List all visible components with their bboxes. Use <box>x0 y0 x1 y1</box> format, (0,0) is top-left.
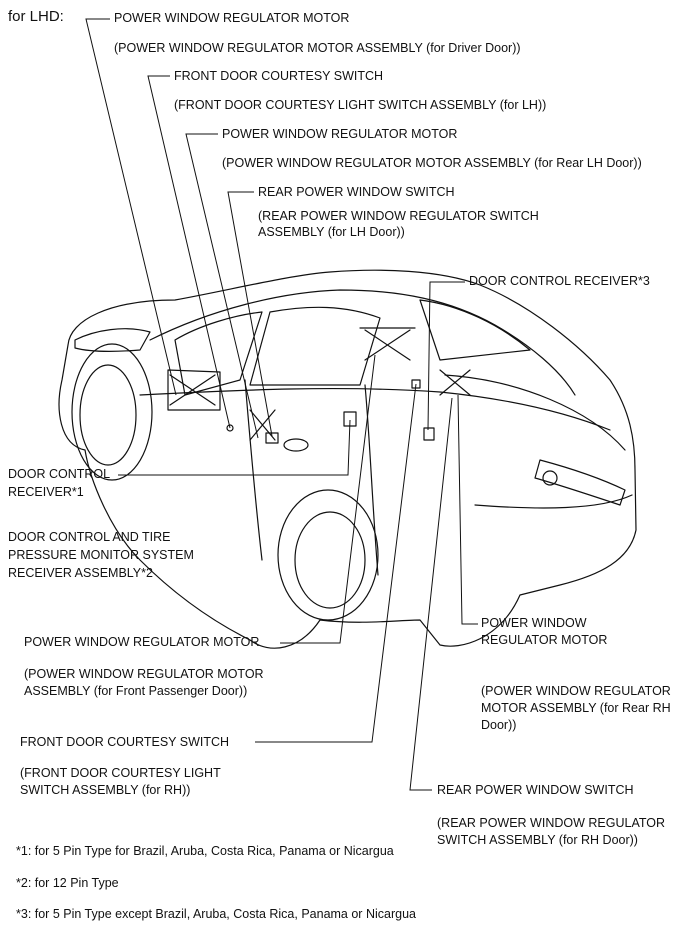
label-pwr-motor-driver-sub: (POWER WINDOW REGULATOR MOTOR ASSEMBLY (… <box>114 41 521 55</box>
regulator-driver <box>167 369 221 411</box>
label-rear-switch-rh-sub2: SWITCH ASSEMBLY (for RH Door)) <box>437 833 638 847</box>
front-window-outline <box>174 311 263 396</box>
leader-rear-switch-rh <box>409 397 453 791</box>
receiver3-component <box>423 427 435 441</box>
label-pwr-motor-rear-lh: POWER WINDOW REGULATOR MOTOR <box>222 127 458 141</box>
label-pwr-motor-rear-rh-l1: POWER WINDOW <box>481 616 587 630</box>
tail-light <box>534 459 626 506</box>
switch-lh-component <box>265 432 279 444</box>
rear-wheel-arch <box>277 489 379 621</box>
footnote-3: *3: for 5 Pin Type except Brazil, Aruba,… <box>16 907 416 921</box>
label-tpms-l1: DOOR CONTROL AND TIRE <box>8 530 171 544</box>
label-tpms-l2: PRESSURE MONITOR SYSTEM <box>8 548 194 562</box>
rear-glass-outline <box>419 299 531 361</box>
footnote-1: *1: for 5 Pin Type for Brazil, Aruba, Co… <box>16 844 394 858</box>
page-title: for LHD: <box>8 8 64 25</box>
rear-window-outline <box>249 306 381 386</box>
trunk-lid <box>444 374 626 451</box>
leader-front-courtesy-rh <box>255 383 417 743</box>
label-door-ctrl-receiver3: DOOR CONTROL RECEIVER*3 <box>469 274 650 288</box>
label-pwr-motor-rear-rh-sub1: (POWER WINDOW REGULATOR <box>481 684 671 698</box>
label-rear-switch-rh: REAR POWER WINDOW SWITCH <box>437 783 634 797</box>
door-seam-rear <box>364 384 379 576</box>
label-pwr-motor-front-pass-sub2: ASSEMBLY (for Front Passenger Door)) <box>24 684 248 698</box>
label-front-courtesy-rh-sub2: SWITCH ASSEMBLY (for RH)) <box>20 783 191 797</box>
label-pwr-motor-rear-lh-sub: (POWER WINDOW REGULATOR MOTOR ASSEMBLY (… <box>222 156 642 170</box>
regulator-front-pass <box>359 327 416 361</box>
label-door-ctrl-receiver1-l2: RECEIVER*1 <box>8 485 84 499</box>
footnote-2: *2: for 12 Pin Type <box>16 876 119 890</box>
label-front-courtesy-lh-sub: (FRONT DOOR COURTESY LIGHT SWITCH ASSEMB… <box>174 98 547 112</box>
leader-door-ctrl-receiver1 <box>118 419 351 476</box>
car-roof-line <box>149 289 576 396</box>
leader-front-courtesy-lh <box>147 75 231 429</box>
label-front-courtesy-lh: FRONT DOOR COURTESY SWITCH <box>174 69 384 83</box>
label-pwr-motor-driver: POWER WINDOW REGULATOR MOTOR <box>114 11 350 25</box>
leader-rear-switch-lh <box>227 191 273 437</box>
regulator-rear-lh <box>249 409 276 441</box>
leader-pwr-motor-rear-lh <box>185 133 259 439</box>
regulator-rear-rh <box>439 369 471 396</box>
rear-wheel <box>294 511 366 609</box>
label-pwr-motor-rear-rh-sub3: Door)) <box>481 718 517 732</box>
label-door-ctrl-receiver1-l1: DOOR CONTROL <box>8 467 111 481</box>
label-pwr-motor-rear-rh-l2: REGULATOR MOTOR <box>481 633 608 647</box>
label-rear-switch-rh-sub1: (REAR POWER WINDOW REGULATOR <box>437 816 666 830</box>
label-front-courtesy-rh: FRONT DOOR COURTESY SWITCH <box>20 735 230 749</box>
car-body-outline <box>58 269 637 649</box>
door-seam-front <box>244 379 263 561</box>
label-pwr-motor-rear-rh-sub2: MOTOR ASSEMBLY (for Rear RH <box>481 701 671 715</box>
label-rear-switch-lh-sub1: (REAR POWER WINDOW REGULATOR SWITCH <box>258 209 539 223</box>
label-pwr-motor-front-pass-sub1: (POWER WINDOW REGULATOR MOTOR <box>24 667 264 681</box>
headlight <box>74 328 151 352</box>
label-pwr-motor-front-pass: POWER WINDOW REGULATOR MOTOR <box>24 635 260 649</box>
label-rear-switch-lh-sub2: ASSEMBLY (for LH Door)) <box>258 225 405 239</box>
front-wheel-arch <box>71 343 153 481</box>
belt-line <box>139 387 611 431</box>
courtesy-switch-lh <box>226 424 234 432</box>
label-front-courtesy-rh-sub1: (FRONT DOOR COURTESY LIGHT <box>20 766 221 780</box>
trunk-emblem <box>542 470 558 486</box>
label-tpms-l3: RECEIVER ASSEMBLY*2 <box>8 566 153 580</box>
label-rear-switch-lh: REAR POWER WINDOW SWITCH <box>258 185 455 199</box>
leader-pwr-motor-driver <box>85 18 177 396</box>
leader-pwr-motor-front-pass <box>280 354 376 644</box>
front-wheel <box>79 364 137 466</box>
rear-bumper <box>474 494 633 509</box>
leader-pwr-motor-rear-rh <box>457 394 478 625</box>
door-handle <box>283 438 309 452</box>
leader-door-ctrl-receiver3 <box>427 281 465 431</box>
